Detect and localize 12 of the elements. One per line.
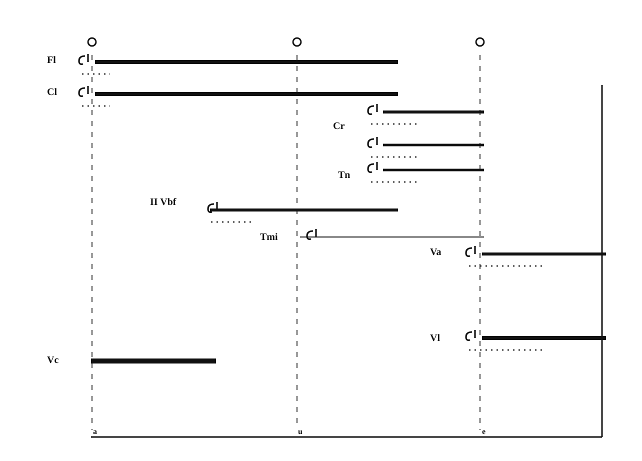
instrument-label: Fl (47, 55, 56, 66)
instrument-label: Tn (338, 170, 350, 181)
instrument-label: Cl (47, 87, 57, 98)
instrument-label: Cr (333, 121, 345, 132)
section-letter: u (298, 426, 302, 437)
instrument-label: Va (430, 247, 442, 258)
instrument-label: II Vbf (150, 197, 176, 208)
instrument-label: Vl (430, 333, 440, 344)
section-letter: a (93, 426, 97, 437)
section-letter: e (482, 426, 486, 437)
instrument-label: Tmi (260, 232, 278, 243)
instrument-label: Vc (47, 355, 59, 366)
